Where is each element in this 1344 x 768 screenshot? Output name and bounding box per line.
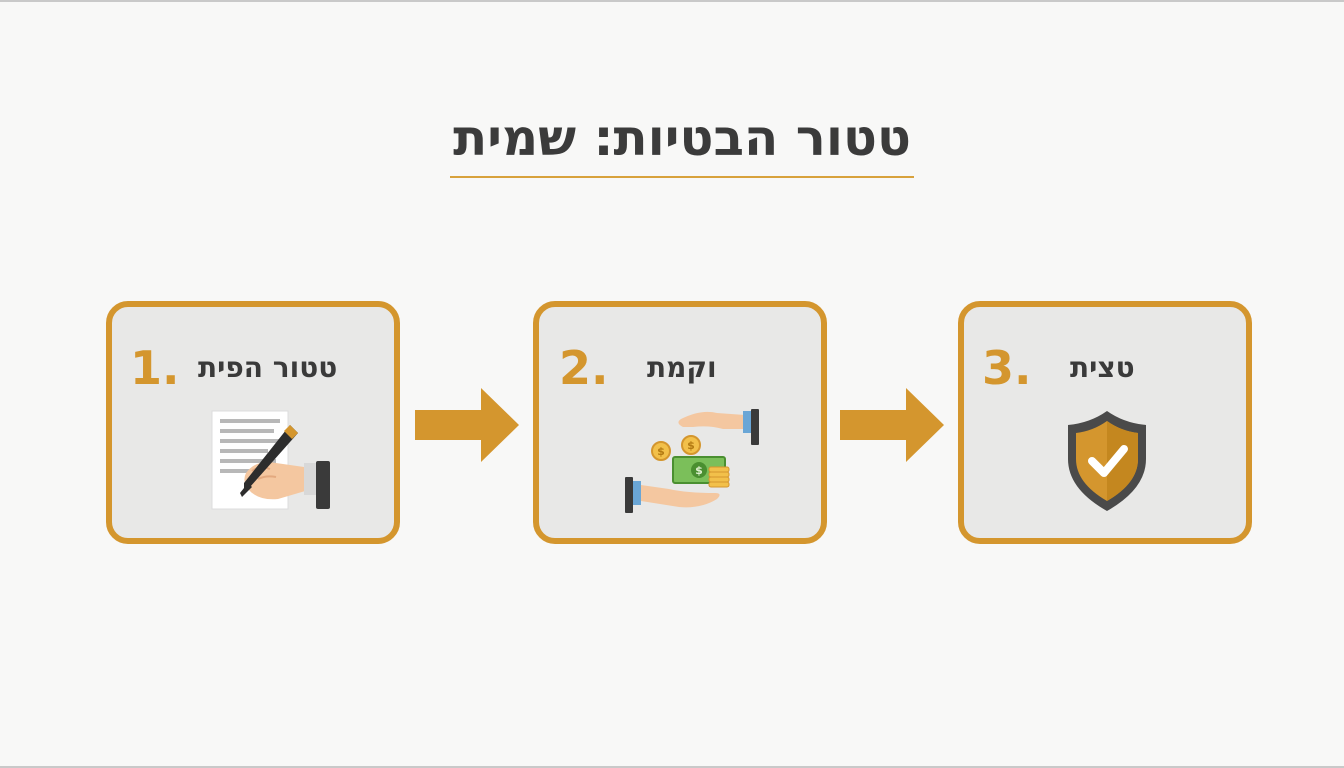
shield-check-icon [1032, 405, 1182, 515]
money-exchange-icon: $ $ $ [617, 405, 767, 515]
step-label: וקמת [647, 351, 717, 384]
step-number: 2. [559, 341, 609, 395]
step-card-3: 3. טצית [958, 301, 1252, 544]
step-card-2: 2. וקמת $ $ $ [533, 301, 827, 544]
bottom-border-line [0, 766, 1344, 768]
title-underline [450, 176, 914, 178]
arrow-right-icon [415, 388, 519, 462]
svg-text:$: $ [695, 464, 703, 477]
top-border-line [0, 0, 1344, 2]
svg-text:$: $ [687, 439, 695, 452]
svg-text:$: $ [657, 445, 665, 458]
step-number: 1. [130, 341, 180, 395]
step-label: טצית [1070, 351, 1135, 384]
arrow-right-icon [840, 388, 944, 462]
step-label: טטור הפית [198, 351, 338, 384]
signing-contract-icon [206, 405, 356, 515]
diagram-title: טטור הבטיות: שמית [453, 109, 911, 167]
step-number: 3. [982, 341, 1032, 395]
step-card-1: 1. טטור הפית [106, 301, 400, 544]
